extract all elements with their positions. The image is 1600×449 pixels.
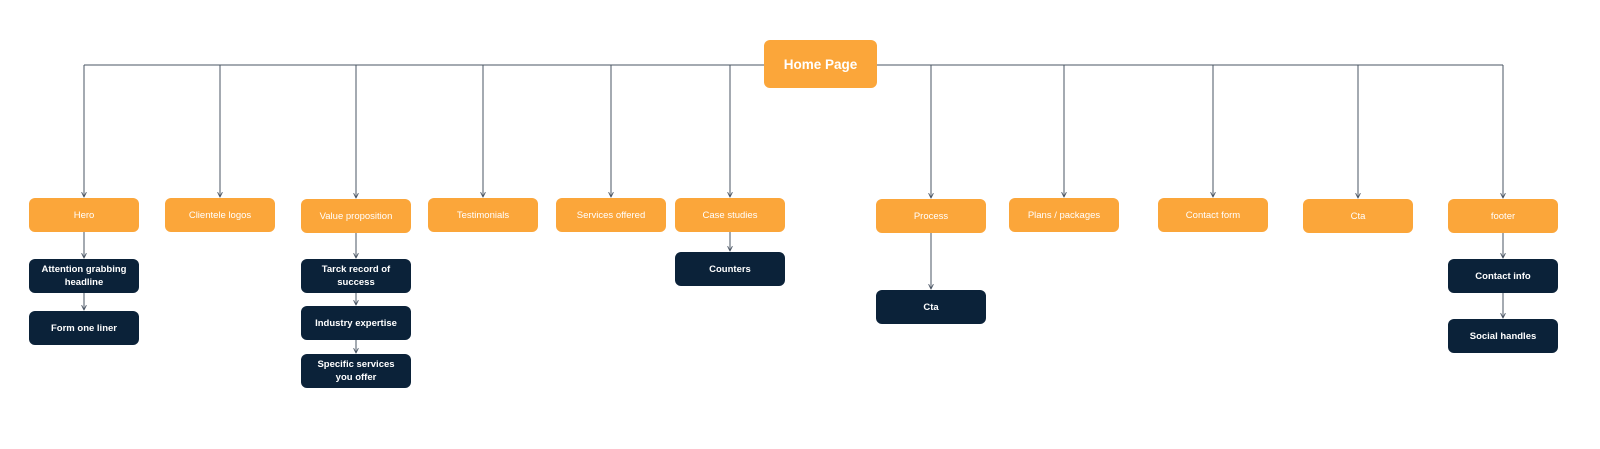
section-node-testimonials[interactable]: Testimonials [428, 198, 538, 232]
section-node-hero[interactable]: Hero [29, 198, 139, 232]
child-node-specific-services-you-offer[interactable]: Specific services you offer [301, 354, 411, 388]
section-node-contact-form[interactable]: Contact form [1158, 198, 1268, 232]
child-node-social-handles[interactable]: Social handles [1448, 319, 1558, 353]
section-node-services-offered[interactable]: Services offered [556, 198, 666, 232]
section-node-case-studies[interactable]: Case studies [675, 198, 785, 232]
section-node-clientele-logos[interactable]: Clientele logos [165, 198, 275, 232]
section-node-plans-packages[interactable]: Plans / packages [1009, 198, 1119, 232]
section-node-footer[interactable]: footer [1448, 199, 1558, 233]
section-node-process[interactable]: Process [876, 199, 986, 233]
child-node-industry-expertise[interactable]: Industry expertise [301, 306, 411, 340]
child-node-contact-info[interactable]: Contact info [1448, 259, 1558, 293]
home-page-node[interactable]: Home Page [764, 40, 877, 88]
child-node-cta[interactable]: Cta [876, 290, 986, 324]
child-node-form-one-liner[interactable]: Form one liner [29, 311, 139, 345]
child-node-counters[interactable]: Counters [675, 252, 785, 286]
child-node-tarck-record-of-success[interactable]: Tarck record of success [301, 259, 411, 293]
section-node-value-proposition[interactable]: Value proposition [301, 199, 411, 233]
child-node-attention-grabbing-headline[interactable]: Attention grabbing headline [29, 259, 139, 293]
section-node-cta[interactable]: Cta [1303, 199, 1413, 233]
